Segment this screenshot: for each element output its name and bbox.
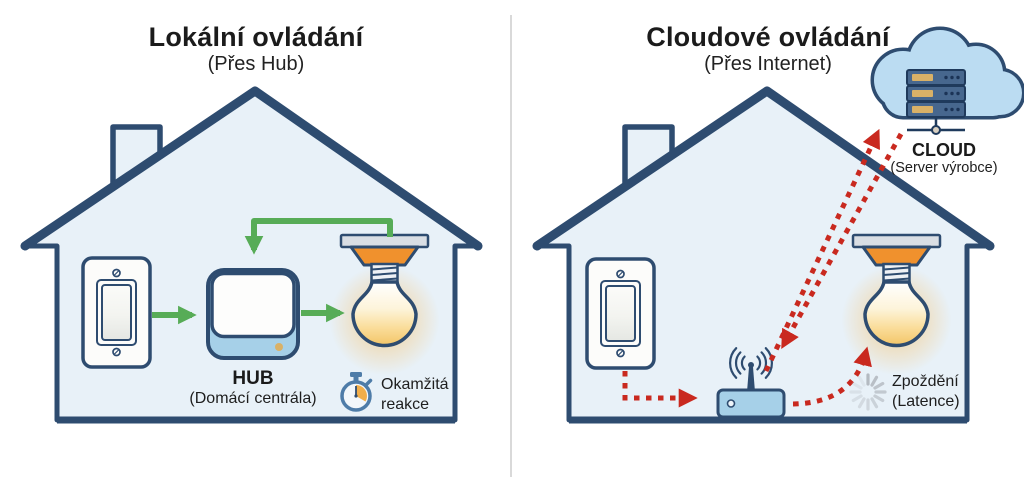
light-switch-icon <box>81 256 152 369</box>
red-signal-arrows <box>622 128 904 408</box>
hub-label: HUB <box>232 368 274 389</box>
hub-sublabel: (Domácí centrála) <box>189 390 317 407</box>
arrow-ceiling-to-hub <box>244 218 393 255</box>
cloud-label: CLOUD <box>912 140 976 160</box>
right-panel-title: Cloudové ovládání <box>646 22 890 52</box>
stopwatch-icon <box>340 372 373 412</box>
wifi-router-icon <box>716 347 786 421</box>
instant-reaction-label: Okamžitá reakce <box>381 376 449 413</box>
left-panel-title: Lokální ovládání <box>148 22 364 52</box>
cloud-sublabel: (Server výrobce) <box>890 160 998 176</box>
right-panel-subtitle: (Přes Internet) <box>704 53 832 75</box>
cloud-icon <box>870 26 1024 135</box>
panel-divider <box>510 15 512 477</box>
arrow-cloud-to-router <box>781 132 904 349</box>
arrow-router-to-bulb <box>792 346 872 407</box>
arrow-router-to-cloud <box>763 128 880 373</box>
latency-sublabel: (Latence) <box>892 393 960 410</box>
server-icon <box>906 69 966 135</box>
hub-icon <box>206 268 300 360</box>
spinner-icon <box>849 373 887 411</box>
hub-led-icon <box>275 343 283 351</box>
arrow-switch-to-router <box>622 371 698 408</box>
wifi-waves-icon <box>729 347 773 379</box>
latency-label: Zpoždění <box>892 373 959 390</box>
light-switch-icon <box>585 257 656 370</box>
left-panel-subtitle: (Přes Hub) <box>207 53 305 75</box>
green-signal-arrows <box>152 218 393 325</box>
